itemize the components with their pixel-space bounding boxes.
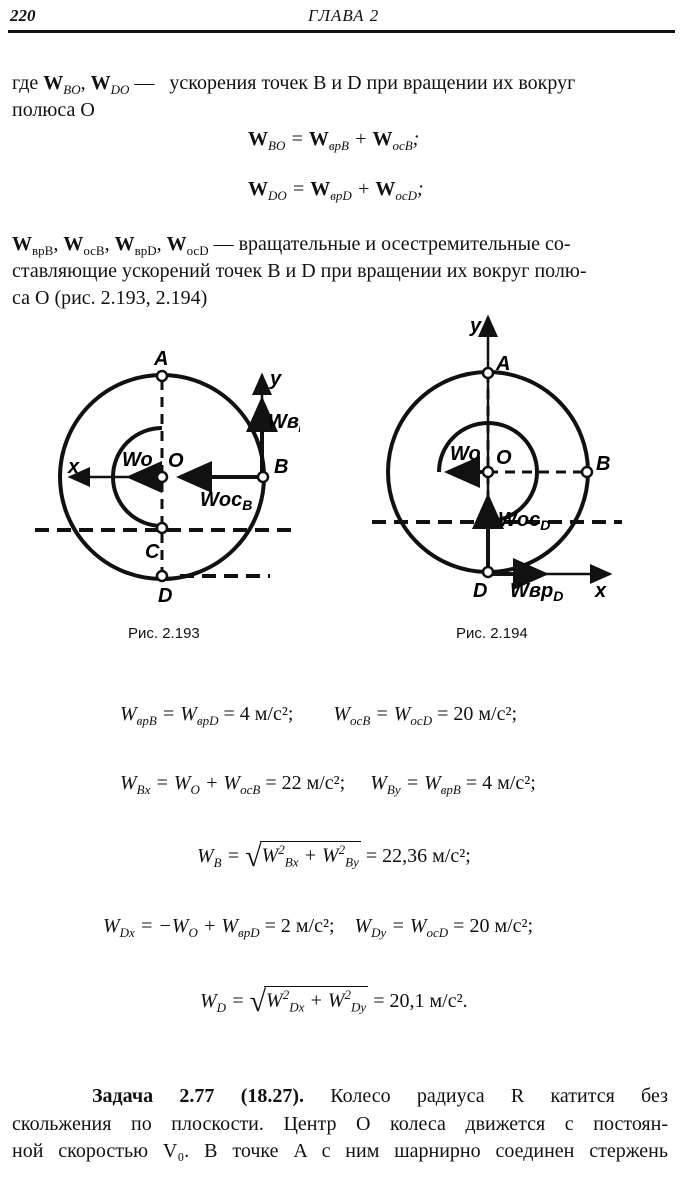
result-1a: = 4 м/с²; <box>223 703 294 725</box>
label-wvr: WврD <box>510 580 563 604</box>
task-line-3: ной скоростью V₀. В точке A с ним шарнир… <box>12 1140 668 1162</box>
caption-2-193: Рис. 2.193 <box>128 625 200 642</box>
result-4b: = 20 м/с²; <box>453 915 534 937</box>
label-d: D <box>473 580 487 602</box>
result-3: = 22,36 м/с²; <box>365 845 471 867</box>
para2-line-1: WврB, WосB, WврD, WосD — вращательные и … <box>12 233 571 258</box>
intro-line-1-text: ускорения точек B и D при вращении их во… <box>169 72 576 94</box>
task-line-1-text: Колесо радиуса R катится без <box>330 1085 668 1107</box>
label-a: A <box>153 348 168 370</box>
label-x: x <box>67 456 80 478</box>
label-y: y <box>269 368 282 390</box>
para2-line-2: ставляющие ускорений точек B и D при вра… <box>12 260 587 282</box>
label-wo: Wo <box>122 449 153 471</box>
figure-2-193: A O B C D x y Wo WврB WосB <box>35 348 300 607</box>
task-title: Задача 2.77 (18.27). <box>92 1085 305 1107</box>
equation-wbo: WBO = WврB + WосB; <box>248 128 420 153</box>
para2-line-1-text: — вращательные и осестремительные со- <box>213 233 571 255</box>
result-4a: = 2 м/с²; <box>264 915 335 937</box>
label-wo: Wo <box>450 443 481 465</box>
result-line-1: WврB = WврD = 4 м/с²; WосB = WосD = 20 м… <box>120 703 518 728</box>
result-2a: = 22 м/с²; <box>265 772 346 794</box>
result-line-4: WDx = −WO + WврD = 2 м/с²; WDy = WосD = … <box>103 915 534 940</box>
label-o: O <box>496 447 512 469</box>
result-5: = 20,1 м/с². <box>373 990 468 1012</box>
where-word: где <box>12 72 39 94</box>
caption-2-194: Рис. 2.194 <box>456 625 528 642</box>
label-b: B <box>274 456 288 478</box>
chapter-title: ГЛАВА 2 <box>308 6 380 25</box>
figure-2-194: y A O B D x Wo WосD WврD <box>372 314 622 604</box>
page-number: 220 <box>10 6 36 25</box>
label-o: O <box>168 450 184 472</box>
para2-line-3: са O (рис. 2.193, 2.194) <box>12 287 208 309</box>
result-line-2: WBx = WO + WосB = 22 м/с²; WBy = WврB = … <box>120 772 536 797</box>
result-2b: = 4 м/с²; <box>465 772 536 794</box>
label-c: C <box>145 541 160 563</box>
label-d: D <box>158 585 172 607</box>
label-x: x <box>594 580 607 602</box>
equation-wdo: WDO = WврD + WосD; <box>248 178 424 203</box>
inner-arc <box>437 421 539 523</box>
intro-line-1: где WBO, WDO — ускорения точек B и D при… <box>12 72 576 97</box>
result-line-3: WB = √W2Bx + W2By = 22,36 м/с²; <box>197 840 471 873</box>
label-y: y <box>469 315 482 337</box>
label-woc: WосD <box>498 509 550 533</box>
label-a: A <box>495 353 510 375</box>
result-1b: = 20 м/с²; <box>437 703 518 725</box>
task-line-2: скольжения по плоскости. Центр O колеса … <box>12 1113 668 1135</box>
label-woc: WосB <box>200 489 252 513</box>
intro-line-2: полюса O <box>12 99 95 121</box>
label-wvr: WврB <box>268 411 300 435</box>
result-line-5: WD = √W2Dx + W2Dy = 20,1 м/с². <box>200 985 468 1018</box>
task-line-1: Задача 2.77 (18.27). Колесо радиуса R ка… <box>92 1083 668 1110</box>
page-header: 220 ГЛАВА 2 <box>8 4 675 33</box>
label-b: B <box>596 453 610 475</box>
